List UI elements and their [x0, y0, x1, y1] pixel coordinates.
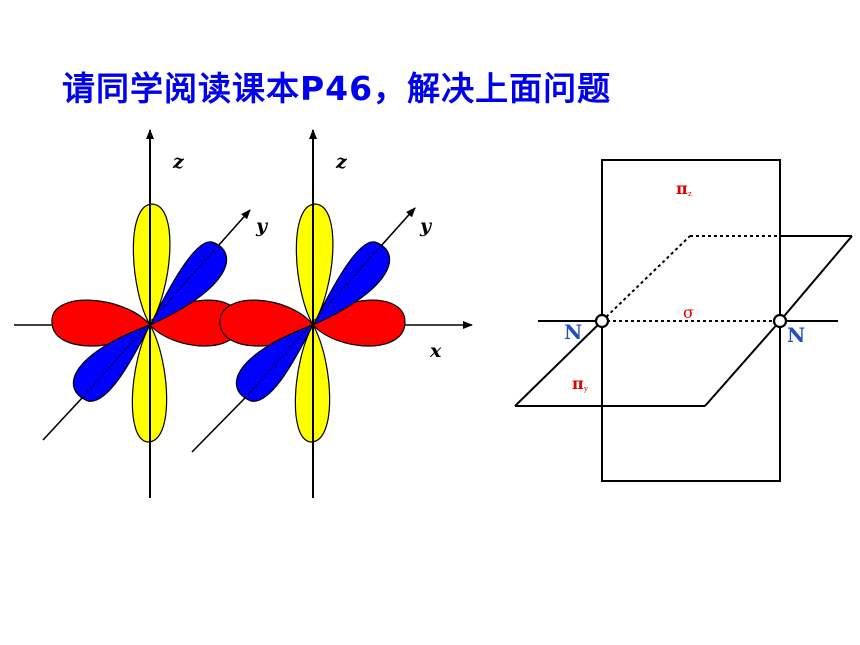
pz-lobe-upper	[132, 203, 171, 327]
atom-label-right: N	[787, 323, 805, 347]
atom-label-left: N	[564, 320, 582, 344]
page-title: 请同学阅读课本P46，解决上面问题	[62, 69, 612, 108]
pi-z-label: π	[676, 179, 688, 198]
pi-y-subscript: y	[583, 385, 588, 393]
z-label-left: z	[172, 151, 185, 173]
y-axis-left	[42, 397, 83, 441]
x-label-right: x	[429, 340, 442, 362]
orbital-set-right: z y x	[191, 129, 473, 498]
z-label-right: z	[335, 151, 348, 173]
y-label-right: y	[419, 215, 433, 237]
orbital-set-left: z y	[14, 129, 269, 498]
bond-plane-diagram: N N π z π y σ	[514, 159, 853, 482]
y-axis-right	[191, 397, 246, 453]
py-lobe-upper	[148, 241, 228, 327]
pz-lobe-upper	[295, 203, 334, 327]
nitrogen-atom-right	[772, 313, 788, 329]
py-lobe-upper	[311, 241, 391, 327]
pi-y-label: π	[572, 374, 584, 393]
pi-z-subscript: z	[688, 190, 692, 198]
y-label-left: y	[255, 215, 269, 237]
sigma-label: σ	[683, 303, 694, 322]
nitrogen-atom-left	[594, 313, 610, 329]
